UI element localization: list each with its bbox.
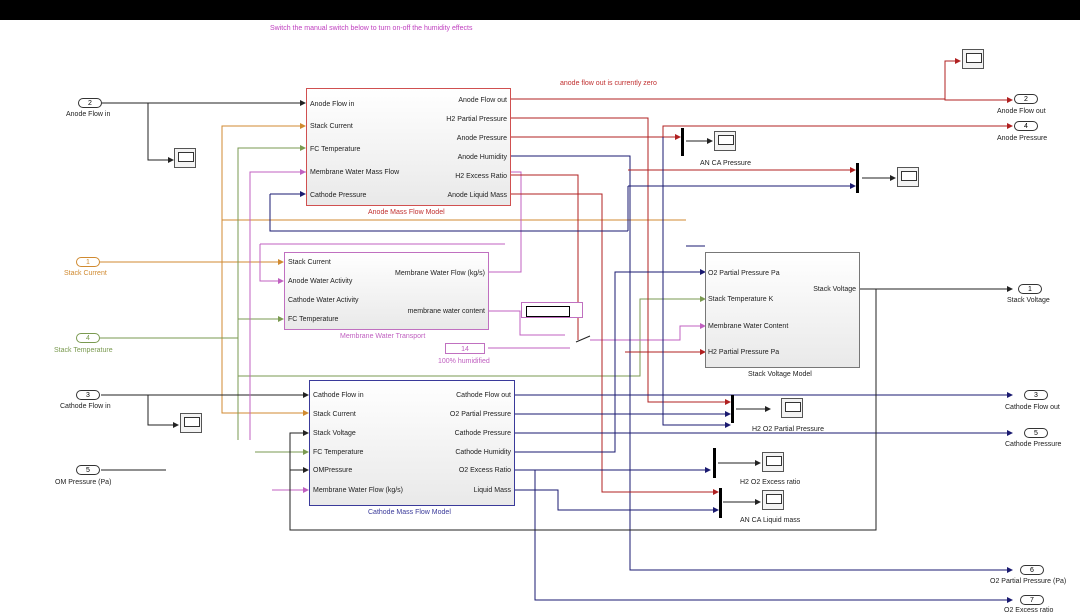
membrane-water-transport-block[interactable]: Stack Current Anode Water Activity Catho…	[284, 252, 489, 330]
cathode-mass-flow-block[interactable]: Cathode Flow in Stack Current Stack Volt…	[309, 380, 515, 506]
block-input-label: Membrane Water Content	[708, 323, 789, 330]
scope-top-right[interactable]	[897, 167, 919, 187]
outport-label: Anode Pressure	[997, 135, 1048, 142]
outport-label: Stack Voltage	[1007, 297, 1050, 304]
block-input-label: O2 Partial Pressure Pa	[708, 270, 780, 277]
constant-label: 100% humidified	[438, 358, 490, 365]
block-input-label: Stack Current	[310, 123, 353, 130]
outport-label: O2 Partial Pressure (Pa)	[990, 578, 1067, 585]
block-output-label: Anode Flow out	[458, 97, 507, 104]
outport-cathode-pressure[interactable]: 5	[1024, 428, 1048, 438]
outport-stack-voltage[interactable]: 1	[1018, 284, 1042, 294]
block-output-label: Cathode Humidity	[455, 449, 511, 456]
scope-label: AN CA Pressure	[700, 160, 751, 167]
block-input-label: Stack Temperature K	[708, 296, 774, 303]
block-input-label: Anode Water Activity	[288, 278, 353, 285]
block-input-label: Stack Current	[288, 259, 331, 266]
block-output-label: Anode Humidity	[457, 154, 507, 161]
block-input-label: OMPressure	[313, 467, 353, 474]
inport-cathode-flow-in[interactable]: 3	[76, 390, 100, 400]
block-output-label: H2 Excess Ratio	[455, 173, 507, 180]
inport-stack-current[interactable]: 1	[76, 257, 100, 267]
block-input-label: Membrane Water Mass Flow	[310, 169, 400, 176]
cathode-block-title: Cathode Mass Flow Model	[368, 509, 451, 516]
block-output-label: Membrane Water Flow (kg/s)	[395, 270, 485, 277]
block-output-label: Anode Pressure	[456, 135, 507, 142]
outport-anode-pressure[interactable]: 4	[1014, 121, 1038, 131]
block-output-label: H2 Partial Pressure	[446, 116, 507, 123]
scope-anode-flow-out[interactable]	[962, 49, 984, 69]
block-input-label: Cathode Flow in	[313, 392, 364, 399]
membrane-content-display	[521, 302, 583, 318]
anode-flow-note: anode flow out is currently zero	[560, 80, 657, 87]
outport-o2-partial-pressure[interactable]: 6	[1020, 565, 1044, 575]
block-input-label: Membrane Water Flow (kg/s)	[313, 487, 403, 494]
block-output-label: Cathode Flow out	[456, 392, 511, 399]
block-output-label: Cathode Pressure	[454, 430, 511, 437]
block-output-label: Liquid Mass	[473, 487, 511, 494]
block-input-label: H2 Partial Pressure Pa	[708, 349, 780, 356]
anode-mass-flow-block[interactable]: Anode Flow in Stack Current FC Temperatu…	[306, 88, 511, 206]
mux-an-ca-pressure[interactable]	[681, 128, 684, 156]
scope-h2-o2-partial[interactable]	[781, 398, 803, 418]
scope-an-ca-pressure[interactable]	[714, 131, 736, 151]
membrane-block-title: Membrane Water Transport	[340, 333, 426, 340]
inport-label: Stack Temperature	[54, 347, 113, 354]
block-input-label: Stack Current	[313, 411, 356, 418]
window-top-bar	[0, 0, 1080, 20]
block-output-label: Anode Liquid Mass	[447, 192, 507, 199]
outport-label: Cathode Flow out	[1005, 404, 1060, 411]
outport-o2-excess-ratio[interactable]: 7	[1020, 595, 1044, 605]
block-input-label: FC Temperature	[288, 316, 339, 323]
block-output-label: Stack Voltage	[813, 286, 856, 293]
outport-anode-flow-out[interactable]: 2	[1014, 94, 1038, 104]
voltage-block-title: Stack Voltage Model	[748, 371, 812, 378]
inport-label: Stack Current	[64, 270, 107, 277]
outport-cathode-flow-out[interactable]: 3	[1024, 390, 1048, 400]
block-output-label: O2 Excess Ratio	[458, 467, 511, 474]
scope-label: H2 O2 Partial Pressure	[752, 426, 824, 433]
mux-top-right[interactable]	[856, 163, 859, 193]
scope-label: H2 O2 Excess ratio	[740, 479, 801, 486]
inport-label: Anode Flow in	[66, 111, 111, 118]
mux-h2-o2-partial[interactable]	[731, 395, 734, 423]
mux-h2-o2-excess[interactable]	[713, 448, 716, 478]
inport-label: Cathode Flow in	[60, 403, 111, 410]
block-input-label: Cathode Water Activity	[288, 297, 359, 304]
inport-label: OM Pressure (Pa)	[55, 479, 112, 486]
scope-cathode-flow-in[interactable]	[180, 413, 202, 433]
outport-label: O2 Excess ratio	[1004, 607, 1054, 614]
block-input-label: Anode Flow in	[310, 101, 355, 108]
inport-stack-temperature[interactable]: 4	[76, 333, 100, 343]
block-input-label: Cathode Pressure	[310, 192, 367, 199]
mux-an-ca-liquid[interactable]	[719, 488, 722, 518]
block-input-label: Stack Voltage	[313, 430, 356, 437]
scope-an-ca-liquid[interactable]	[762, 490, 784, 510]
outport-label: Cathode Pressure	[1005, 441, 1062, 448]
inport-anode-flow-in[interactable]: 2	[78, 98, 102, 108]
scope-h2-o2-excess[interactable]	[762, 452, 784, 472]
humidity-switch-note: Switch the manual switch below to turn o…	[270, 25, 473, 32]
outport-label: Anode Flow out	[997, 108, 1046, 115]
scope-anode-flow-in[interactable]	[174, 148, 196, 168]
block-output-label: O2 Partial Pressure	[449, 411, 511, 418]
stack-voltage-block[interactable]: O2 Partial Pressure Pa Stack Temperature…	[705, 252, 860, 368]
block-input-label: FC Temperature	[313, 449, 364, 456]
scope-label: AN CA Liquid mass	[740, 517, 801, 524]
constant-block[interactable]: 14	[445, 343, 485, 354]
inport-om-pressure[interactable]: 5	[76, 465, 100, 475]
block-input-label: FC Temperature	[310, 146, 361, 153]
manual-switch[interactable]	[568, 334, 590, 350]
anode-block-title: Anode Mass Flow Model	[368, 209, 445, 216]
block-output-label: membrane water content	[407, 308, 485, 315]
